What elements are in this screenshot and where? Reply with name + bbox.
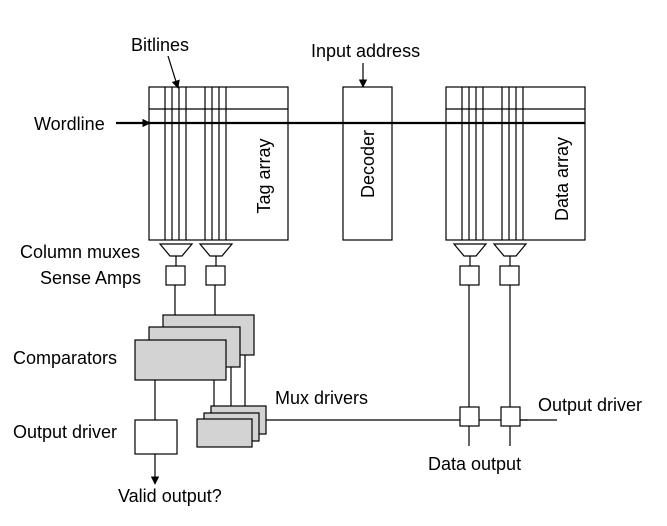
bitlines-label: Bitlines — [131, 35, 189, 55]
sense-amps-label: Sense Amps — [40, 268, 141, 288]
decoder-label: Decoder — [358, 130, 378, 198]
output-driver-data-1 — [459, 406, 480, 427]
mux-drivers-label: Mux drivers — [275, 388, 368, 408]
sense-amp-tag-2 — [205, 265, 226, 286]
comparators-label: Comparators — [13, 348, 117, 368]
output-driver-left-label: Output driver — [13, 422, 117, 442]
data-output-label: Data output — [428, 454, 521, 474]
data-array-bitlines — [461, 87, 524, 240]
data-array-label: Data array — [552, 137, 572, 221]
tag-array-label: Tag array — [254, 138, 274, 213]
wordline-label: Wordline — [34, 114, 105, 134]
bitlines-pointer — [167, 55, 180, 89]
mux-driver-1 — [196, 418, 253, 448]
column-mux-tag-1 — [158, 243, 194, 257]
decoder-box — [342, 86, 393, 241]
input-address-label: Input address — [311, 41, 420, 61]
column-muxes-label: Column muxes — [20, 242, 140, 262]
comparator-1 — [134, 339, 227, 381]
sense-amp-tag-1 — [165, 265, 186, 286]
tag-array-bitlines — [164, 87, 227, 240]
output-driver-data-2 — [500, 406, 521, 427]
valid-output-label: Valid output? — [118, 486, 222, 506]
output-driver-right-label: Output driver — [538, 395, 642, 415]
sense-amp-data-1 — [459, 265, 480, 286]
column-mux-data-2 — [492, 243, 528, 257]
output-driver-box — [134, 419, 178, 455]
column-mux-data-1 — [452, 243, 488, 257]
sense-amp-data-2 — [499, 265, 520, 286]
column-mux-tag-2 — [198, 243, 234, 257]
